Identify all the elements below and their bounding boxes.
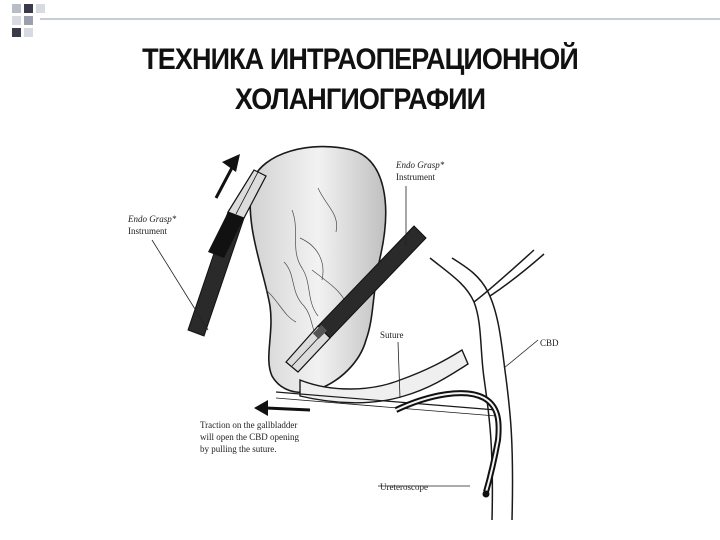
decor-square <box>24 4 33 13</box>
left-endo-grasp-instrument <box>187 169 267 337</box>
label-right-grasp-sub: Instrument <box>396 172 435 182</box>
slide-title: ТЕХНИКА ИНТРАОПЕРАЦИОННОЙ ХОЛАНГИОГРАФИИ <box>0 40 720 120</box>
label-cbd: CBD <box>540 338 559 348</box>
label-traction-3: by pulling the suture. <box>200 444 277 454</box>
label-leaders <box>151 186 539 487</box>
label-right-grasp-title: Endo Grasp* <box>395 160 445 170</box>
traction-left-arrow <box>254 400 311 416</box>
decor-square <box>24 16 33 25</box>
decor-square <box>36 4 45 13</box>
label-traction-1: Traction on the gallbladder <box>200 420 297 430</box>
traction-up-arrow <box>214 154 240 199</box>
common-bile-duct <box>429 249 545 521</box>
label-left-grasp-title: Endo Grasp* <box>127 214 177 224</box>
label-ureteroscope: Ureteroscope <box>380 482 428 492</box>
title-line-2: ХОЛАНГИОГРАФИИ <box>234 83 486 116</box>
ureteroscope <box>394 390 502 498</box>
title-line-1: ТЕХНИКА ИНТРАОПЕРАЦИОННОЙ <box>142 43 579 76</box>
label-traction-2: will open the CBD opening <box>200 432 299 442</box>
suture-line-2 <box>275 397 497 417</box>
decor-square <box>12 28 21 37</box>
decor-square <box>12 16 21 25</box>
top-rule <box>40 18 720 20</box>
slide-corner-decoration <box>12 4 720 37</box>
decor-square <box>24 28 33 37</box>
gallbladder <box>249 145 387 394</box>
gallbladder-vessels <box>265 187 351 345</box>
cystic-duct <box>299 348 469 404</box>
decor-square <box>12 4 21 13</box>
label-suture: Suture <box>380 330 404 340</box>
right-endo-grasp-instrument <box>285 225 427 373</box>
suture-line <box>275 391 497 411</box>
label-left-grasp-sub: Instrument <box>128 226 167 236</box>
